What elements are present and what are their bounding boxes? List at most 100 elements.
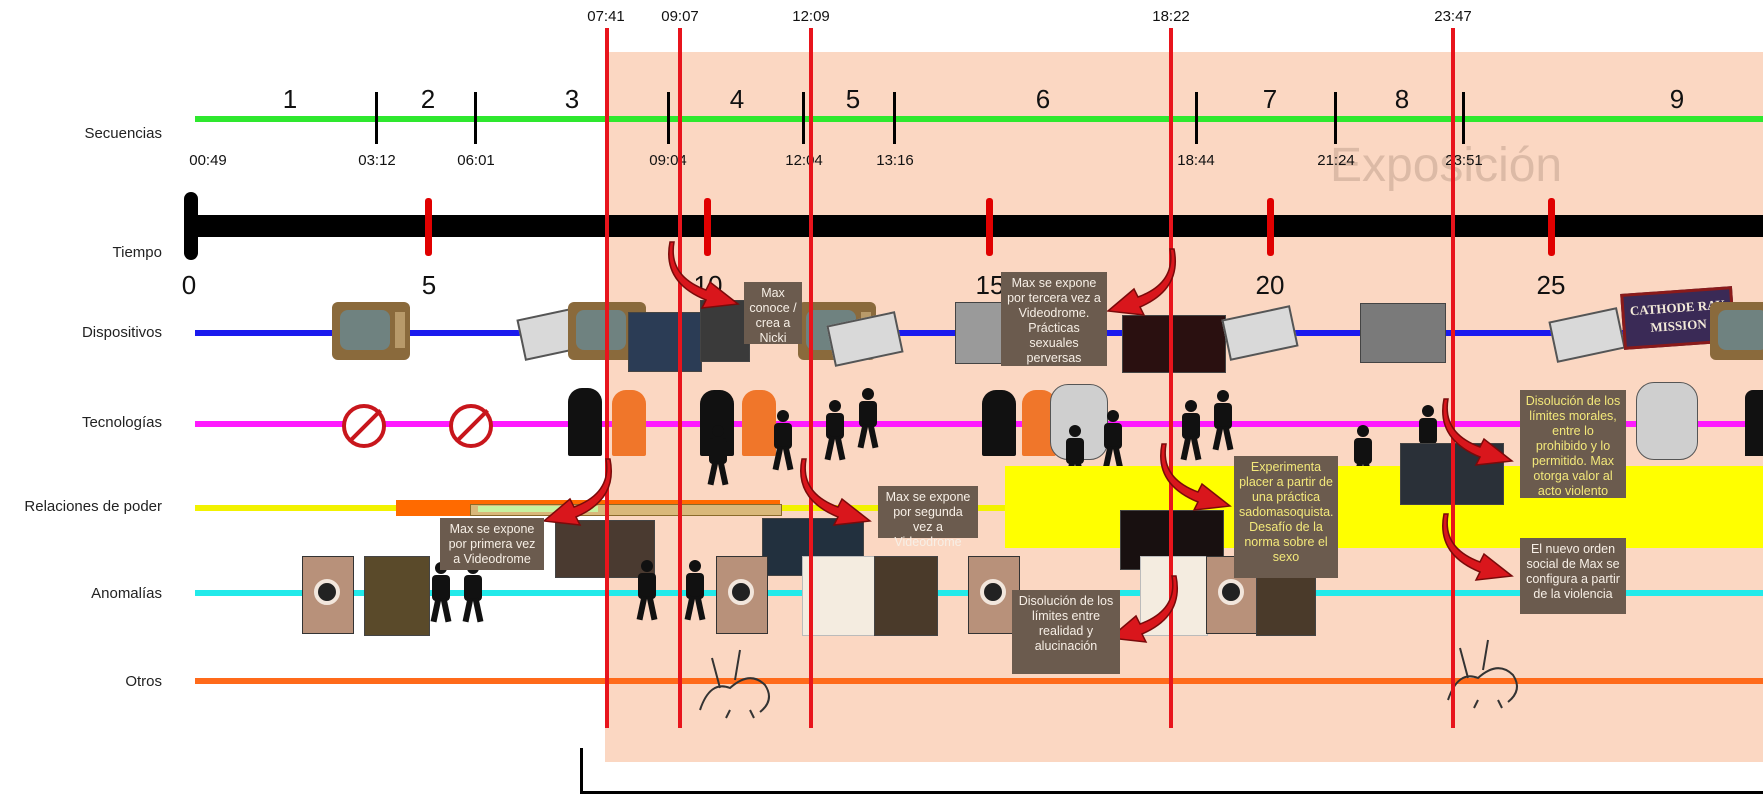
film-still-thumbnail [1360,303,1446,363]
film-still-thumbnail [1122,315,1226,373]
walking-person-icon [1350,425,1376,486]
time-tick [704,198,711,256]
power-relation-bar-highlight [478,506,598,512]
secuencias-line [195,116,1763,122]
event-caption: Experimenta placer a partir de una práct… [1234,456,1338,578]
standing-person-icon [428,562,454,623]
curved-arrow-icon [1108,575,1178,643]
walking-person-icon [855,388,881,449]
curved-arrow-icon [1160,443,1232,511]
sequence-number: 7 [1262,84,1278,114]
curved-arrow-icon [1442,513,1514,581]
event-marker-time: 07:41 [587,8,625,25]
standing-person-icon [682,560,708,621]
time-bar [190,215,1763,237]
tecnologias-line [195,421,1763,427]
head-silhouette-icon [742,390,776,456]
time-tick-label: 25 [1536,270,1566,300]
curved-arrow-icon [1106,248,1176,316]
sequence-boundary-tick [1334,92,1337,144]
sequence-boundary-tick [1462,92,1465,144]
curved-arrow-icon [1442,398,1514,466]
event-marker-time: 12:09 [792,8,830,25]
sequence-number: 6 [1035,84,1051,114]
event-caption: Max se expone por segunda vez a Videodro… [878,486,978,549]
relaciones-line [195,505,1763,511]
curved-arrow-icon [542,458,612,526]
event-marker-time: 09:07 [661,8,699,25]
time-tick-label: 15 [975,270,1005,300]
row-label-dispositivos: Dispositivos [81,324,162,341]
leopard-figure-icon [1636,382,1698,460]
film-still-thumbnail [364,556,430,636]
television-icon [332,302,410,360]
sketch-thumbnail [802,556,876,636]
walking-person-icon [1415,405,1441,466]
sequence-time: 13:16 [876,152,914,169]
row-label-otros: Otros [125,673,162,690]
walking-person-icon [705,425,731,486]
event-marker-line [1169,28,1173,728]
event-caption: Max conoce / crea a Nicki [744,282,802,345]
creature-sketch-icon [1447,639,1518,709]
time-tick [425,198,432,256]
prohibition-icon [342,404,386,448]
otros-line [195,678,1763,684]
event-marker-line [1451,28,1455,728]
sequence-boundary-tick [375,92,378,144]
sequence-time: 03:12 [358,152,396,169]
curved-arrow-icon [668,241,740,309]
time-tick [986,198,993,256]
television-icon [1710,302,1763,360]
event-caption: Max se expone por primera vez a Videodro… [440,518,544,570]
sequence-time: 06:01 [457,152,495,169]
row-label-tecnologias: Tecnologías [81,414,162,431]
time-bar-start-cap [184,192,198,260]
sequence-number: 1 [282,84,298,114]
time-tick-label: 0 [181,270,197,300]
sequence-number: 5 [845,84,861,114]
prohibition-icon [449,404,493,448]
head-silhouette-icon [612,390,646,456]
head-silhouette-icon [1745,390,1763,456]
sequence-time: 12:04 [785,152,823,169]
walking-person-icon [770,410,796,471]
row-label-secuencias: Secuencias [84,125,162,142]
sequence-time: 09:04 [649,152,687,169]
sequence-boundary-tick [1195,92,1198,144]
walking-person-icon [1100,410,1126,471]
event-caption: El nuevo orden social de Max se configur… [1520,538,1626,614]
time-tick-label: 5 [421,270,437,300]
exposition-bracket [580,748,1763,794]
sequence-number: 2 [420,84,436,114]
standing-person-icon [460,562,486,623]
time-tick-label: 20 [1255,270,1285,300]
sequence-boundary-tick [893,92,896,144]
head-silhouette-icon [568,388,602,456]
event-marker-line [678,28,682,728]
sequence-boundary-tick [667,92,670,144]
sequence-number: 9 [1669,84,1685,114]
curved-arrow-icon [800,458,872,526]
row-label-relaciones: Relaciones de poder [24,498,162,515]
row-label-tiempo: Tiempo [112,244,162,261]
walking-person-icon [1210,390,1236,451]
sequence-number: 8 [1394,84,1410,114]
time-tick [1267,198,1274,256]
power-relation-highlight-area [1005,466,1763,548]
eye-closeup-thumbnail [302,556,354,634]
creature-sketch-icon [699,649,770,719]
eye-closeup-thumbnail [716,556,768,634]
sequence-time: 21:24 [1317,152,1355,169]
event-marker-time: 18:22 [1152,8,1190,25]
sequence-number: 4 [729,84,745,114]
head-silhouette-icon [982,390,1016,456]
time-tick [1548,198,1555,256]
walking-person-icon [1062,425,1088,486]
row-label-anomalias: Anomalías [91,585,162,602]
walking-person-icon [1178,400,1204,461]
event-caption: Max se expone por tercera vez a Videodro… [1001,272,1107,366]
event-caption: Disolución de los límites morales, entre… [1520,390,1626,498]
sequence-time: 18:44 [1177,152,1215,169]
